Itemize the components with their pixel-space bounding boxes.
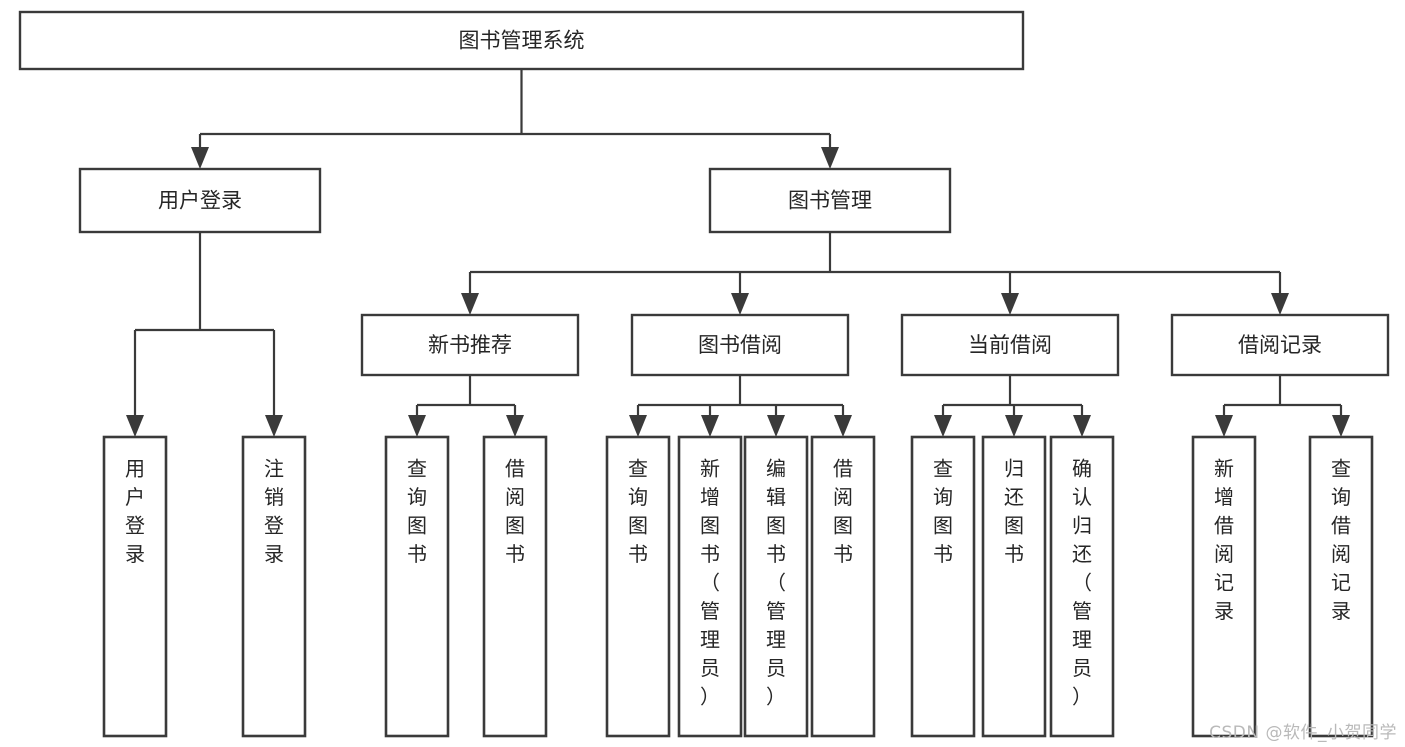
node-book-management[interactable]: 图书管理 bbox=[708, 167, 952, 234]
bm-to-book-borrow-arrowhead bbox=[731, 293, 749, 315]
node-leaf-query-book-borrow[interactable]: 查询图书 bbox=[605, 435, 671, 738]
node-label-leaf-query-book-borrow: 查询图书 bbox=[628, 456, 648, 566]
borrow-records-to-leaf-query-borrow-record-arrowhead bbox=[1332, 415, 1350, 437]
node-box-new-book-recommend[interactable] bbox=[360, 313, 580, 377]
node-leaf-borrow-book[interactable]: 借阅图书 bbox=[810, 435, 876, 738]
book-borrow-to-leaf-edit-book-arrowhead bbox=[767, 415, 785, 437]
node-leaf-query-book-recommend[interactable]: 查询图书 bbox=[384, 435, 450, 738]
root-to-user-login-arrowhead bbox=[191, 147, 209, 169]
node-box-current-borrow[interactable] bbox=[900, 313, 1120, 377]
node-label-user-login: 用户登录 bbox=[158, 189, 242, 213]
node-leaf-borrow-book-recommend[interactable]: 借阅图书 bbox=[482, 435, 548, 738]
node-borrow-records[interactable]: 借阅记录 bbox=[1170, 313, 1390, 377]
node-label-leaf-borrow-book-recommend: 借阅图书 bbox=[505, 456, 525, 566]
node-box-leaf-add-book[interactable] bbox=[677, 435, 743, 738]
node-box-leaf-edit-book[interactable] bbox=[743, 435, 809, 738]
node-leaf-add-borrow-record[interactable]: 新增借阅记录 bbox=[1191, 435, 1257, 738]
node-current-borrow[interactable]: 当前借阅 bbox=[900, 313, 1120, 377]
node-leaf-query-book-current[interactable]: 查询图书 bbox=[910, 435, 976, 738]
bm-to-current-borrow-arrowhead bbox=[1001, 293, 1019, 315]
node-box-book-management[interactable] bbox=[708, 167, 952, 234]
node-leaf-query-borrow-record[interactable]: 查询借阅记录 bbox=[1308, 435, 1374, 738]
node-box-leaf-query-book-recommend[interactable] bbox=[384, 435, 450, 738]
node-label-root: 图书管理系统 bbox=[459, 29, 585, 53]
node-label-book-management: 图书管理 bbox=[788, 189, 872, 213]
node-box-leaf-add-borrow-record[interactable] bbox=[1191, 435, 1257, 738]
node-label-leaf-edit-book: 编辑图书（管理员） bbox=[766, 456, 786, 708]
node-box-root[interactable] bbox=[18, 10, 1025, 71]
bm-to-borrow-records-arrowhead bbox=[1271, 293, 1289, 315]
node-book-borrow[interactable]: 图书借阅 bbox=[630, 313, 850, 377]
node-label-leaf-logout: 注销登录 bbox=[264, 456, 284, 566]
book-borrow-to-leaf-add-book-arrowhead bbox=[701, 415, 719, 437]
node-label-leaf-add-borrow-record: 新增借阅记录 bbox=[1214, 456, 1234, 623]
node-label-book-borrow: 图书借阅 bbox=[698, 333, 782, 357]
node-leaf-confirm-return[interactable]: 确认归还（管理员） bbox=[1049, 435, 1115, 738]
node-label-leaf-return-book: 归还图书 bbox=[1004, 456, 1024, 566]
node-label-leaf-query-book-recommend: 查询图书 bbox=[407, 456, 427, 566]
node-label-leaf-query-book-current: 查询图书 bbox=[933, 456, 953, 566]
node-new-book-recommend[interactable]: 新书推荐 bbox=[360, 313, 580, 377]
node-box-leaf-confirm-return[interactable] bbox=[1049, 435, 1115, 738]
node-label-leaf-query-borrow-record: 查询借阅记录 bbox=[1331, 456, 1351, 623]
node-leaf-return-book[interactable]: 归还图书 bbox=[981, 435, 1047, 738]
node-box-leaf-return-book[interactable] bbox=[981, 435, 1047, 738]
user-login-to-leaf-logout-arrowhead bbox=[265, 415, 283, 437]
borrow-records-to-leaf-add-borrow-record-arrowhead bbox=[1215, 415, 1233, 437]
node-box-leaf-query-borrow-record[interactable] bbox=[1308, 435, 1374, 738]
node-label-leaf-user-login: 用户登录 bbox=[125, 456, 145, 566]
node-box-leaf-query-book-current[interactable] bbox=[910, 435, 976, 738]
nodes-layer: 图书管理系统用户登录图书管理新书推荐图书借阅当前借阅借阅记录用户登录注销登录查询… bbox=[18, 10, 1390, 738]
current-borrow-to-leaf-query-book-current-arrowhead bbox=[934, 415, 952, 437]
current-borrow-to-leaf-return-book-arrowhead bbox=[1005, 415, 1023, 437]
current-borrow-to-leaf-confirm-return-arrowhead bbox=[1073, 415, 1091, 437]
bm-to-new-book-recommend-arrowhead bbox=[461, 293, 479, 315]
node-box-leaf-borrow-book[interactable] bbox=[810, 435, 876, 738]
node-leaf-add-book[interactable]: 新增图书（管理员） bbox=[677, 435, 743, 738]
user-login-to-leaf-user-login-arrowhead bbox=[126, 415, 144, 437]
node-leaf-user-login[interactable]: 用户登录 bbox=[102, 435, 168, 738]
node-box-borrow-records[interactable] bbox=[1170, 313, 1390, 377]
node-label-leaf-add-book: 新增图书（管理员） bbox=[700, 456, 720, 708]
node-box-leaf-logout[interactable] bbox=[241, 435, 307, 738]
book-borrow-to-leaf-query-book-borrow-arrowhead bbox=[629, 415, 647, 437]
connectors-layer bbox=[126, 69, 1350, 437]
node-leaf-edit-book[interactable]: 编辑图书（管理员） bbox=[743, 435, 809, 738]
node-box-user-login[interactable] bbox=[78, 167, 322, 234]
new-book-recommend-to-leaf-query-book-recommend-arrowhead bbox=[408, 415, 426, 437]
node-box-leaf-borrow-book-recommend[interactable] bbox=[482, 435, 548, 738]
node-user-login[interactable]: 用户登录 bbox=[78, 167, 322, 234]
node-box-leaf-user-login[interactable] bbox=[102, 435, 168, 738]
new-book-recommend-to-leaf-borrow-book-recommend-arrowhead bbox=[506, 415, 524, 437]
node-root[interactable]: 图书管理系统 bbox=[18, 10, 1025, 71]
node-box-leaf-query-book-borrow[interactable] bbox=[605, 435, 671, 738]
node-box-book-borrow[interactable] bbox=[630, 313, 850, 377]
node-label-new-book-recommend: 新书推荐 bbox=[428, 333, 512, 357]
node-label-current-borrow: 当前借阅 bbox=[968, 333, 1052, 357]
node-label-borrow-records: 借阅记录 bbox=[1238, 333, 1322, 357]
book-borrow-to-leaf-borrow-book-arrowhead bbox=[834, 415, 852, 437]
node-leaf-logout[interactable]: 注销登录 bbox=[241, 435, 307, 738]
node-label-leaf-borrow-book: 借阅图书 bbox=[833, 456, 853, 566]
node-label-leaf-confirm-return: 确认归还（管理员） bbox=[1072, 456, 1092, 708]
root-to-book-management-arrowhead bbox=[821, 147, 839, 169]
